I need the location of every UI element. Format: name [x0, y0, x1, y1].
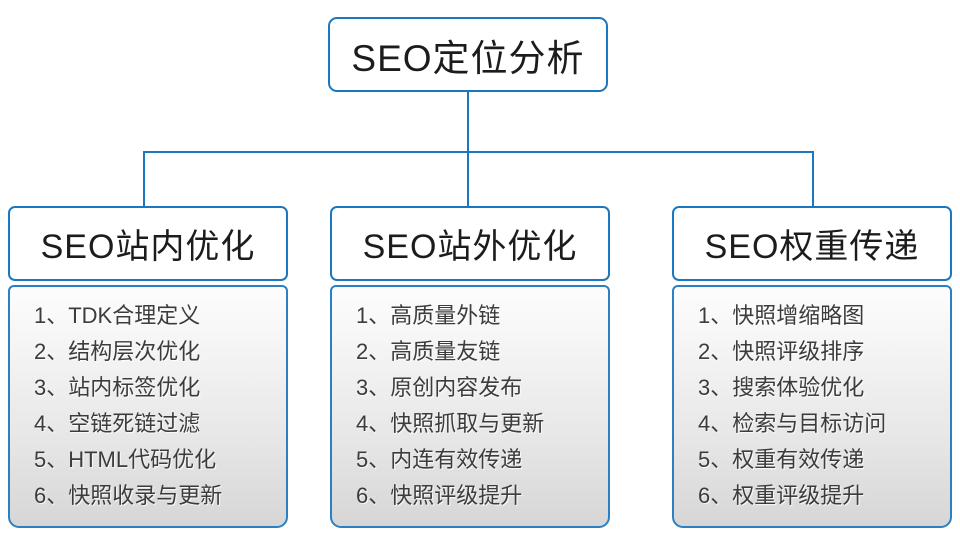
list-item: 2、快照评级排序	[698, 339, 865, 364]
column-offsite-optimization: SEO站外优化 1、高质量外链 2、高质量友链 3、原创内容发布 4、快照抓取与…	[330, 206, 610, 528]
list-item: 4、空链死链过滤	[34, 411, 201, 436]
list-item: 5、HTML代码优化	[34, 447, 217, 472]
column-header: SEO站外优化	[330, 206, 610, 281]
list-item: 2、高质量友链	[356, 339, 501, 364]
connector-drop-left	[143, 151, 145, 207]
list-item: 1、TDK合理定义	[34, 303, 201, 328]
column-list: 1、高质量外链 2、高质量友链 3、原创内容发布 4、快照抓取与更新 5、内连有…	[330, 285, 610, 528]
column-list: 1、快照增缩略图 2、快照评级排序 3、搜索体验优化 4、检索与目标访问 5、权…	[672, 285, 952, 528]
list-item: 5、权重有效传递	[698, 447, 865, 472]
connector-drop-right	[812, 151, 814, 207]
list-item: 6、权重评级提升	[698, 483, 865, 508]
connector-stem	[467, 92, 469, 152]
root-node-label: SEO定位分析	[351, 37, 585, 79]
column-header: SEO站内优化	[8, 206, 288, 281]
column-title: SEO站外优化	[362, 228, 578, 266]
root-node: SEO定位分析	[328, 17, 608, 92]
list-item: 6、快照收录与更新	[34, 483, 223, 508]
column-header: SEO权重传递	[672, 206, 952, 281]
column-list: 1、TDK合理定义 2、结构层次优化 3、站内标签优化 4、空链死链过滤 5、H…	[8, 285, 288, 528]
list-item: 3、原创内容发布	[356, 375, 523, 400]
column-weight-transfer: SEO权重传递 1、快照增缩略图 2、快照评级排序 3、搜索体验优化 4、检索与…	[672, 206, 952, 528]
list-item: 6、快照评级提升	[356, 483, 523, 508]
list-item: 1、高质量外链	[356, 303, 501, 328]
list-item: 4、快照抓取与更新	[356, 411, 545, 436]
list-item: 3、站内标签优化	[34, 375, 201, 400]
column-title: SEO站内优化	[40, 228, 256, 266]
list-item: 4、检索与目标访问	[698, 411, 887, 436]
connector-drop-center	[467, 151, 469, 207]
column-title: SEO权重传递	[704, 228, 920, 266]
list-item: 5、内连有效传递	[356, 447, 523, 472]
list-item: 1、快照增缩略图	[698, 303, 865, 328]
column-onsite-optimization: SEO站内优化 1、TDK合理定义 2、结构层次优化 3、站内标签优化 4、空链…	[8, 206, 288, 528]
list-item: 3、搜索体验优化	[698, 375, 865, 400]
connector-crossbar	[143, 151, 813, 153]
list-item: 2、结构层次优化	[34, 339, 201, 364]
